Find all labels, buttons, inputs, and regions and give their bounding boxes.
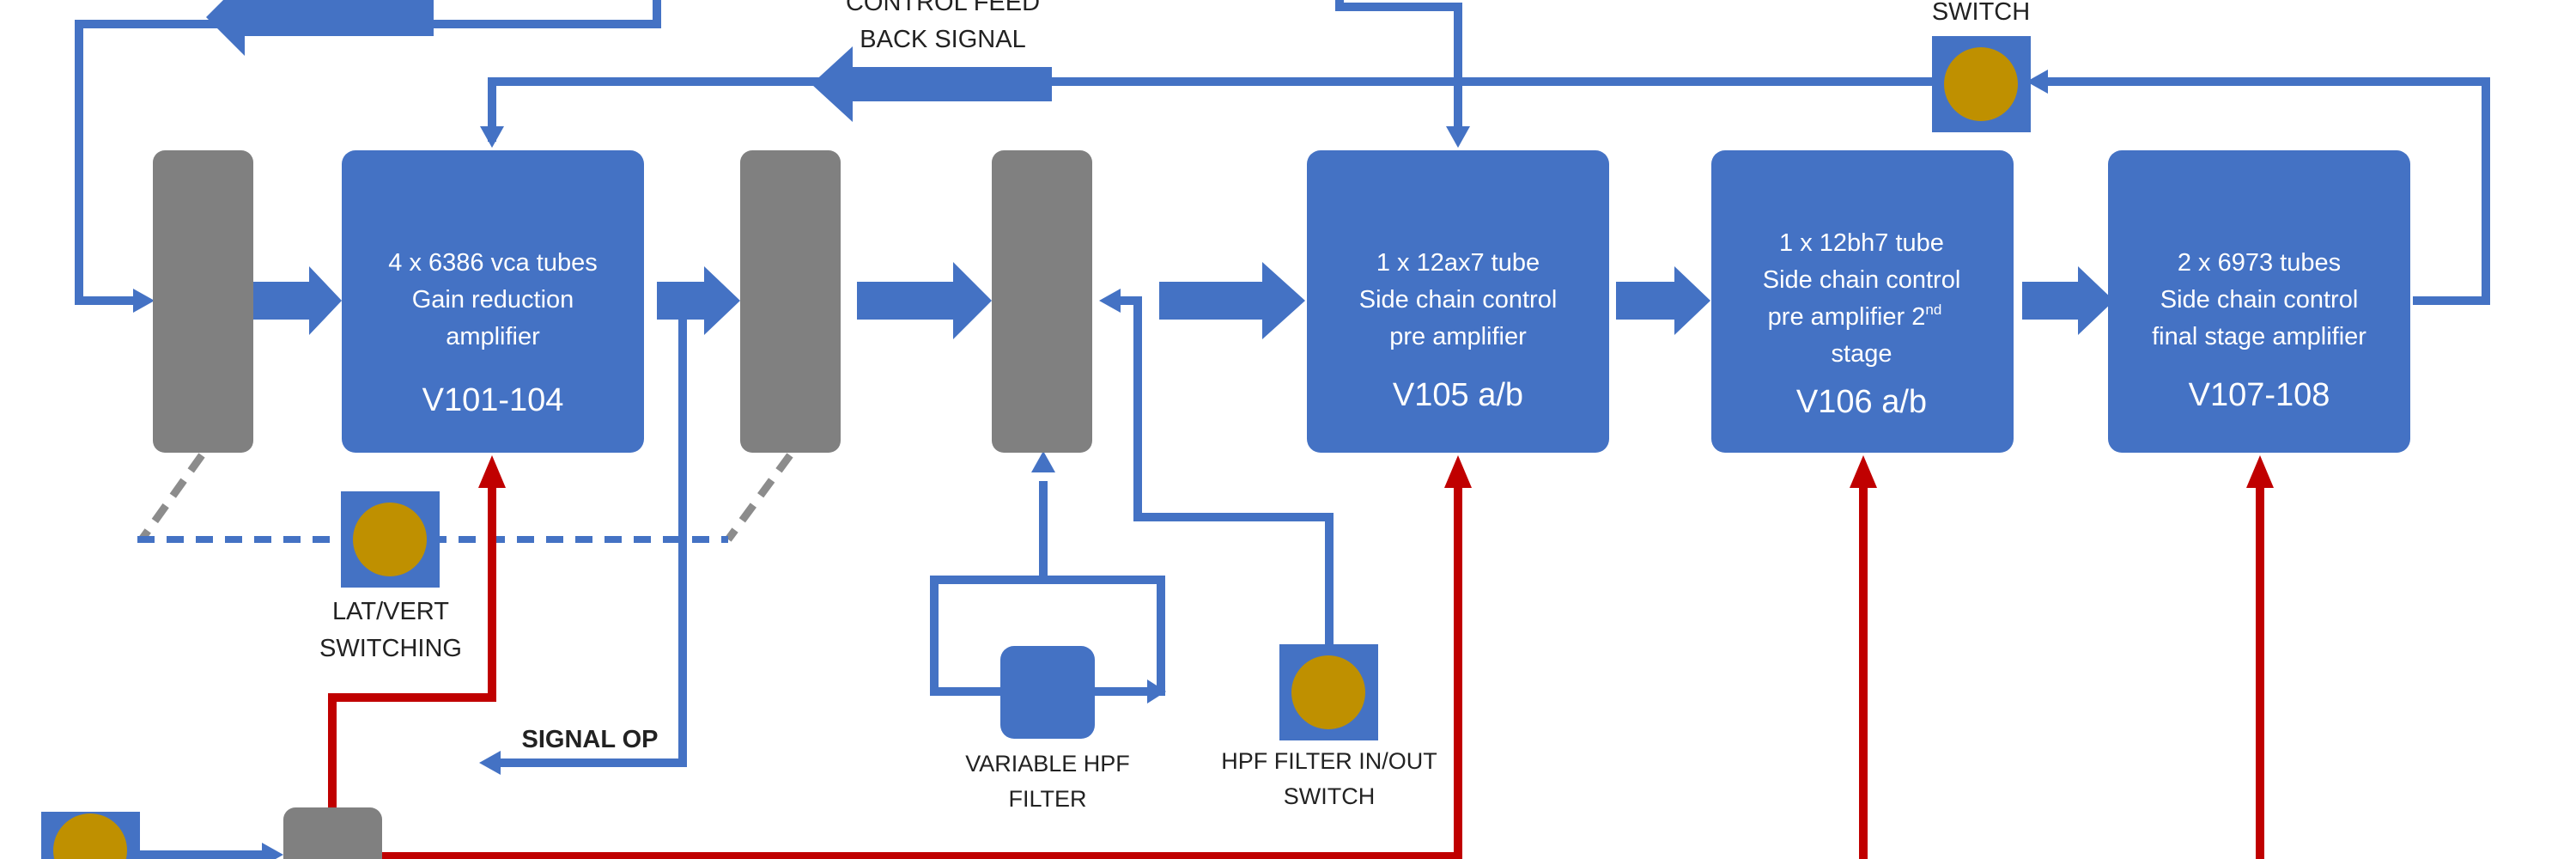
v106-line1: 1 x 12bh7 tube xyxy=(1779,229,1944,257)
hpf-switch-label-2: SWITCH xyxy=(1284,783,1375,809)
v107-line2: Side chain control xyxy=(2160,286,2359,314)
v106-line3: pre amplifier 2nd xyxy=(1768,302,1942,331)
v106-line3-main: pre amplifier 2 xyxy=(1768,303,1926,331)
red-arrowhead-v107 xyxy=(2246,455,2274,488)
v106-code: V106 a/b xyxy=(1796,384,1927,420)
gold-circle-knob-icon[interactable] xyxy=(53,813,127,859)
red-line-v101 xyxy=(328,471,496,859)
red-arrowhead-v101 xyxy=(478,455,506,488)
line-arrowheads xyxy=(133,70,2048,859)
grey-block-input xyxy=(153,150,253,453)
block-arrow-right-icon xyxy=(1159,262,1305,339)
arrowhead-into-v105 xyxy=(1446,126,1470,148)
gain-reduction-line1: 4 x 6386 vca tubes xyxy=(388,249,597,277)
signal-op-label: SIGNAL OP xyxy=(522,726,659,753)
red-control-lines xyxy=(328,471,2264,859)
switch-top-label: SWITCH xyxy=(1932,0,2030,26)
block-v105-box xyxy=(1307,150,1609,453)
red-arrowhead-v105 xyxy=(1444,455,1472,488)
block-gain-reduction-box xyxy=(342,150,644,453)
hpf-loop-return xyxy=(1043,576,1165,696)
switch-lat-vert[interactable] xyxy=(341,491,440,588)
gain-reduction-line3: amplifier xyxy=(446,323,540,350)
block-v106-box xyxy=(1711,150,2014,453)
block-arrows xyxy=(206,0,2114,339)
red-arrowhead-v106 xyxy=(1850,455,1877,488)
v106-line3-sup: nd xyxy=(1925,302,1941,318)
input-loop-line xyxy=(75,0,661,305)
arrowhead-signal-op xyxy=(479,751,501,775)
v107-feedback-line xyxy=(2039,77,2490,305)
arrowhead-into-grey-3 xyxy=(1099,289,1121,313)
block-v107-box xyxy=(2108,150,2410,453)
hpf-loop-line xyxy=(930,481,1048,696)
signal-lines xyxy=(75,0,2490,859)
grey-block-sidechain xyxy=(992,150,1092,453)
gain-reduction-line2: Gain reduction xyxy=(412,286,574,314)
v105-code: V105 a/b xyxy=(1393,377,1523,413)
v105-sidechain-input-line xyxy=(1335,0,1462,129)
variable-hpf-label-1: VARIABLE HPF xyxy=(965,751,1130,777)
arrowhead-bottom-left xyxy=(262,843,283,859)
lat-vert-label-1: LAT/VERT xyxy=(332,598,449,625)
dashed-link-left xyxy=(138,453,205,542)
red-line-bottom-bus xyxy=(378,471,1462,859)
block-arrow-right-icon xyxy=(857,262,992,339)
arrowhead-into-v101 xyxy=(480,126,504,148)
block-arrow-right-icon xyxy=(2022,266,2114,335)
v105-line2: Side chain control xyxy=(1359,286,1558,314)
control-feedback-line xyxy=(488,77,1936,142)
v107-line3: final stage amplifier xyxy=(2152,323,2366,350)
gold-circle-knob-icon[interactable] xyxy=(1291,655,1365,729)
block-arrow-right-icon xyxy=(253,266,342,335)
block-v107: 2 x 6973 tubes Side chain control final … xyxy=(2108,150,2410,453)
arrowhead-up-into-grey-3 xyxy=(1031,451,1055,472)
v105-line1: 1 x 12ax7 tube xyxy=(1376,249,1540,277)
block-v106: 1 x 12bh7 tube Side chain control pre am… xyxy=(1711,150,2014,453)
arrowhead-into-hpf-loop xyxy=(1147,679,1166,704)
block-gain-reduction: 4 x 6386 vca tubes Gain reduction amplif… xyxy=(342,150,644,453)
v106-line4: stage xyxy=(1832,340,1893,368)
dashed-link-right xyxy=(725,453,793,542)
arrowhead-into-switch xyxy=(2026,70,2048,94)
hpf-switch-line xyxy=(1112,296,1334,649)
gold-circle-knob-icon[interactable] xyxy=(1944,47,2018,121)
hpf-switch-label-1: HPF FILTER IN/OUT xyxy=(1221,748,1437,774)
control-feedback-arrow-left-icon xyxy=(811,46,1052,122)
control-feedback-label-1: CONTROL FEED xyxy=(846,0,1040,16)
lat-vert-label-2: SWITCHING xyxy=(319,635,462,662)
switch-bottom-left[interactable] xyxy=(41,812,140,859)
v107-code: V107-108 xyxy=(2189,377,2330,413)
signal-output-line xyxy=(496,301,687,767)
switch-top[interactable] xyxy=(1932,36,2031,132)
grey-block-output xyxy=(740,150,841,453)
feedback-arrow-left-icon xyxy=(206,0,434,56)
arrowhead-into-grey-1 xyxy=(133,289,155,313)
block-v105: 1 x 12ax7 tube Side chain control pre am… xyxy=(1307,150,1609,453)
gain-reduction-code: V101-104 xyxy=(422,382,564,418)
gold-circle-knob-icon[interactable] xyxy=(353,503,427,576)
grey-block-bottom xyxy=(283,807,382,859)
variable-hpf-filter-block xyxy=(1000,646,1095,739)
v106-line2: Side chain control xyxy=(1763,266,1961,294)
variable-hpf-label-2: FILTER xyxy=(1008,786,1086,812)
block-arrow-right-icon xyxy=(1616,266,1710,335)
switch-hpf-in-out[interactable] xyxy=(1279,644,1378,740)
grey-blocks xyxy=(153,150,1092,859)
v107-line1: 2 x 6973 tubes xyxy=(2178,249,2341,277)
block-arrow-right-icon xyxy=(657,266,740,335)
lat-vert-linkage xyxy=(137,453,793,543)
red-arrowheads xyxy=(478,455,2274,488)
control-feedback-label-2: BACK SIGNAL xyxy=(860,26,1025,53)
v105-line3: pre amplifier xyxy=(1389,323,1527,350)
